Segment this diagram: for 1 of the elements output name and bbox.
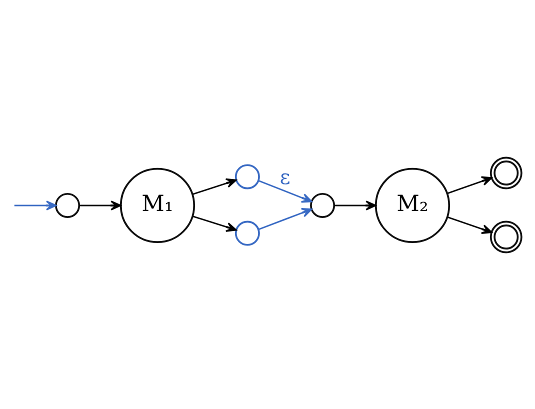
edge-label: ε xyxy=(280,164,290,188)
